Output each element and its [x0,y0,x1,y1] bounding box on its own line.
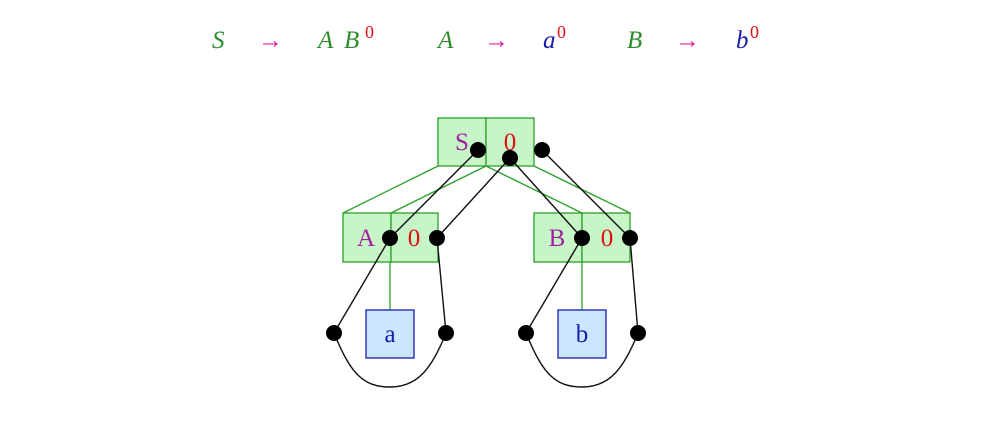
leaf-a: a [365,309,415,359]
right-loop-dot-1 [518,325,534,341]
left-node-label: A [357,225,375,252]
rule2-arrow: → [484,27,509,54]
rule1-arrow: → [258,27,283,54]
right-node-label: B [549,225,566,252]
edge-right-loop-arc [525,332,639,388]
root-dot-1 [470,142,486,158]
left-node-value: 0 [408,225,421,252]
right-node-value-cell [581,212,631,263]
rule2-superscript: 0 [557,22,566,42]
edge-right-dot1-to-loop [525,237,583,334]
leaf-b-label: b [576,321,589,348]
right-dot-2 [622,230,638,246]
leaf-a-box [365,309,415,359]
edge-right-dot2-to-loop [629,237,639,334]
left-dot-1 [382,230,398,246]
rule1-lhs: S [212,27,225,54]
leaf-b-box [557,309,607,359]
rule2-rhs: a [543,27,556,54]
root-dot-3 [534,142,550,158]
left-loop-dot-1 [326,325,342,341]
edge-root-dot2-to-right-dot1 [509,157,583,239]
rule3-lhs: B [627,27,642,54]
rule1-superscript: 0 [365,22,374,42]
rule1-rhs-b: B [344,27,359,54]
edge-root-dot3-to-right-dot2 [541,149,631,239]
leaf-a-label: a [384,321,395,348]
leaf-b: b [557,309,607,359]
root-node-label: S [455,129,469,156]
tree-edges [342,165,631,310]
rule2-lhs: A [436,27,454,54]
rule3-arrow: → [675,27,700,54]
edge-left-dot1-to-loop [333,237,391,334]
left-loop-dot-2 [438,325,454,341]
rule3-rhs: b [736,27,749,54]
root-dot-2 [502,150,518,166]
right-node-value: 0 [601,225,614,252]
edge-root-dot2-to-left-dot2 [436,157,511,239]
left-dot-2 [429,230,445,246]
rule3-superscript: 0 [750,22,759,42]
rule1-rhs-a: A [316,27,334,54]
right-loop-dot-2 [630,325,646,341]
edge-left-dot2-to-loop [436,237,447,334]
edge-root-dot1-to-left-dot1 [389,149,479,239]
edge-left-loop-arc [333,332,447,388]
right-dot-1 [574,230,590,246]
connection-edges [333,149,639,388]
grammar-rules: S → A B 0 A → a 0 B → b 0 [212,22,759,54]
right-node: B 0 [533,212,631,263]
right-node-label-cell [533,212,583,263]
dots [326,142,646,341]
tree-edge-root-right-inner [485,165,583,214]
root-node-value: 0 [504,129,517,156]
root-node: S 0 [437,117,535,167]
tree-edge-root-left-outer [342,165,439,214]
